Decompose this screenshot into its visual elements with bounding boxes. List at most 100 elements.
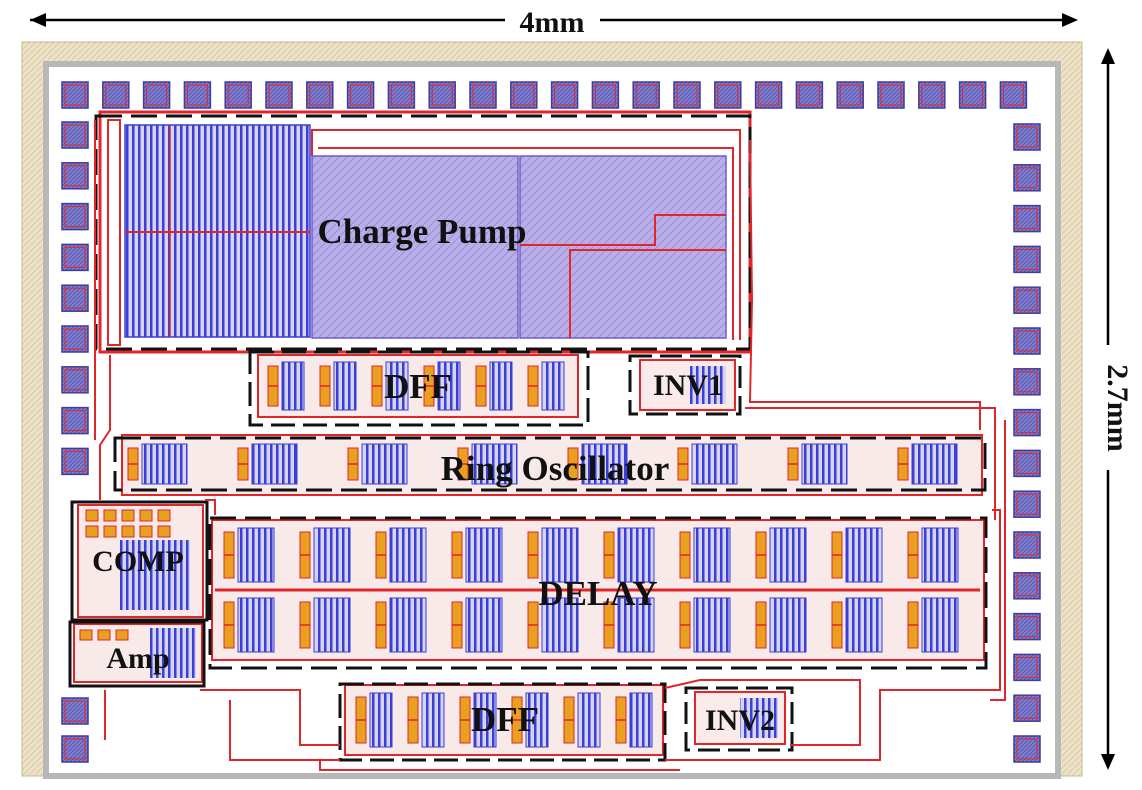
dff-top-label: DFF: [384, 367, 452, 406]
io-pad: [61, 81, 89, 109]
io-pad: [1013, 653, 1041, 682]
io-pad: [836, 81, 864, 109]
io-pad: [1013, 490, 1041, 518]
delay-cell-upper: [603, 527, 655, 583]
delay-cell-upper: [755, 527, 807, 583]
routing-wires: [94, 120, 1006, 771]
io-pad: [61, 447, 89, 476]
inv2-block: [684, 686, 794, 752]
io-pad: [61, 202, 89, 231]
comp-block: [70, 500, 209, 622]
comp-transistor: [121, 525, 135, 538]
io-pad: [61, 697, 89, 725]
width-label: 4mm: [520, 6, 585, 39]
io-pad: [1013, 245, 1041, 274]
io-pad: [1013, 408, 1041, 437]
dff-cell: [615, 692, 653, 748]
io-pad: [265, 81, 293, 109]
dff-cell: [459, 692, 497, 748]
comp-transistor: [103, 525, 117, 538]
comp-transistor: [139, 525, 153, 538]
ring-stage: [567, 443, 628, 485]
ring-stage: [237, 443, 298, 485]
io-pad: [142, 81, 171, 109]
delay-cell-lower: [679, 597, 731, 653]
comp-label: COMP: [92, 545, 184, 578]
dff-bottom-label: DFF: [471, 700, 539, 739]
io-pad: [550, 81, 579, 109]
delay-cell-upper: [907, 527, 959, 583]
io-pad: [469, 81, 497, 109]
delay-cell-lower: [603, 597, 655, 653]
io-pad: [1013, 694, 1041, 722]
io-pad: [1013, 286, 1041, 314]
dff-cell: [355, 692, 393, 748]
ring-stage: [677, 443, 738, 485]
dff-cell: [527, 361, 565, 411]
io-pad: [61, 162, 89, 190]
ring-stage: [897, 443, 958, 485]
delay-cell-lower: [755, 597, 807, 653]
io-pad: [795, 81, 824, 109]
dff-top-block: [248, 350, 590, 427]
inv1-label: INV1: [653, 369, 723, 402]
dff-cell: [511, 692, 549, 748]
ring-stage: [347, 443, 408, 485]
amp-transistor: [115, 629, 129, 641]
delay-cell-upper: [831, 527, 883, 583]
comp-transistor: [121, 509, 135, 522]
io-pad: [1013, 449, 1041, 478]
io-pad: [510, 81, 538, 109]
delay-cell-lower: [831, 597, 883, 653]
amp-block: [68, 620, 206, 688]
dff-bottom-block: [338, 682, 667, 762]
ring-stage: [457, 443, 518, 485]
io-pad: [673, 81, 701, 109]
delay-cell-upper: [375, 527, 427, 583]
delay-cell-upper: [679, 527, 731, 583]
amp-transistor: [97, 629, 111, 641]
delay-cell-lower: [907, 597, 959, 653]
dff-cell: [371, 361, 409, 411]
delay-cell-upper: [527, 527, 579, 583]
io-pad: [61, 325, 89, 353]
delay-label: DELAY: [538, 574, 657, 613]
dff-cell: [563, 692, 601, 748]
io-pad: [61, 243, 89, 272]
delay-block: [208, 516, 988, 670]
dff-cell: [423, 361, 461, 411]
io-pad: [999, 81, 1028, 109]
io-pad: [1013, 572, 1041, 600]
dff-cell: [267, 361, 305, 411]
comp-transistor: [103, 509, 117, 522]
io-pad: [1013, 327, 1041, 355]
ring-oscillator-block: [113, 434, 987, 496]
delay-cell-upper: [223, 527, 275, 583]
height-dimension: [1101, 48, 1115, 770]
comp-transistor: [139, 509, 153, 522]
io-pad: [591, 81, 620, 109]
dff-cell: [407, 692, 445, 748]
io-pad: [1013, 123, 1041, 151]
io-pad: [1013, 612, 1041, 641]
io-pad: [428, 81, 456, 109]
ring-stage: [787, 443, 848, 485]
comp-transistor: [157, 525, 171, 538]
io-pad: [632, 81, 660, 109]
io-pad: [224, 81, 252, 109]
delay-cell-lower: [451, 597, 503, 653]
io-pad: [183, 81, 212, 109]
io-pad: [102, 81, 130, 109]
comp-transistor: [157, 509, 171, 522]
io-pad: [1013, 164, 1041, 192]
ring-stage: [127, 443, 188, 485]
height-label: 2.7mm: [1101, 364, 1134, 451]
amp-transistor: [79, 629, 93, 641]
io-pad: [61, 366, 89, 394]
comp-transistor: [85, 525, 99, 538]
delay-cell-lower: [223, 597, 275, 653]
io-pad: [346, 81, 375, 109]
amp-label: Amp: [106, 642, 169, 675]
ring-oscillator-label: Ring Oscillator: [441, 449, 669, 488]
